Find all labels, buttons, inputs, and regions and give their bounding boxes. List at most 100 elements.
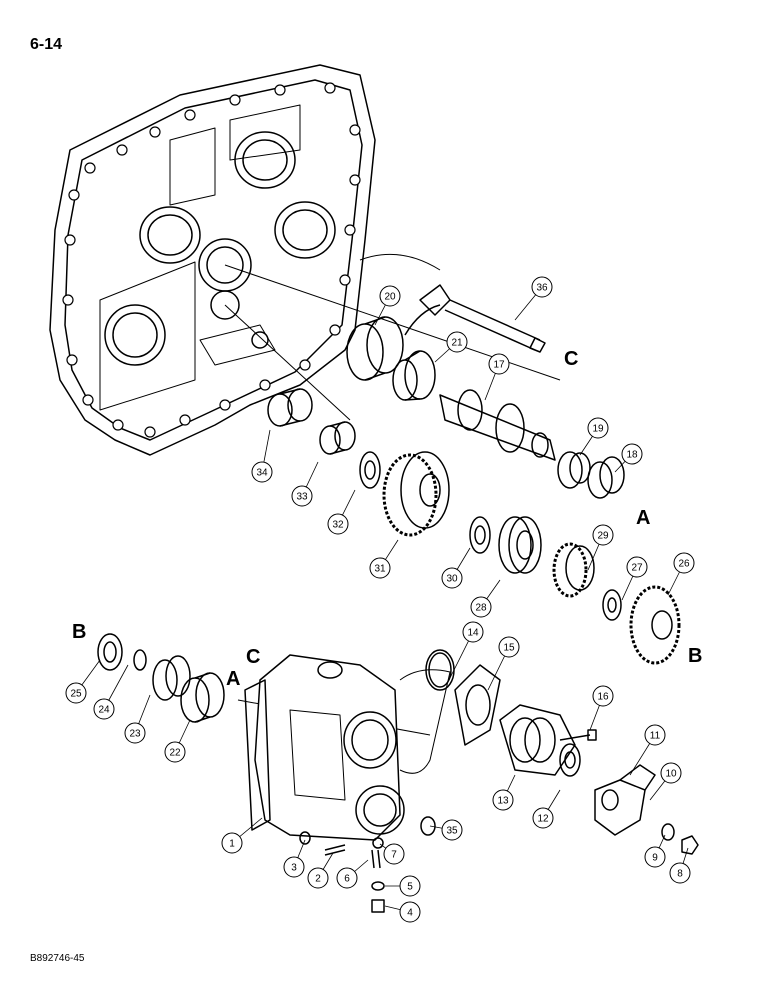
callout-26: 26 [673,552,695,574]
reference-letter-b: B [688,645,702,667]
gear-washer [602,589,622,621]
svg-text:27: 27 [631,563,643,574]
drain-hardware [299,816,436,913]
callout-36: 36 [531,276,553,298]
bearing-cup [346,316,404,381]
callout-2: 2 [307,867,329,889]
callout-4: 4 [399,901,421,923]
svg-text:21: 21 [451,338,463,349]
svg-text:2: 2 [315,874,321,885]
svg-text:26: 26 [678,559,690,570]
transfer-housing [244,654,405,841]
washer [469,516,491,554]
oil-seal [559,743,581,777]
bearing-cup-lower [180,672,225,723]
shifter-fork [404,284,546,353]
svg-text:3: 3 [291,863,297,874]
callout-10: 10 [660,762,682,784]
yoke-washer [661,823,675,841]
figure-code: B892746-45 [30,953,85,964]
callout-24: 24 [93,698,115,720]
snap-ring [133,649,147,671]
callout-5: 5 [399,875,421,897]
bearing-cone [392,350,436,401]
svg-text:13: 13 [497,796,509,807]
thrust-washer [359,451,381,489]
svg-text:6: 6 [344,874,350,885]
callout-33: 33 [291,485,313,507]
reference-letter-a: A [636,507,650,529]
callout-20: 20 [379,285,401,307]
svg-text:20: 20 [384,292,396,303]
output-gear [629,585,681,665]
callout-3: 3 [283,856,305,878]
svg-text:8: 8 [677,869,683,880]
callout-12: 12 [532,807,554,829]
callout-19: 19 [587,417,609,439]
sliding-gear [552,542,595,598]
svg-text:34: 34 [256,468,268,479]
callout-25: 25 [65,682,87,704]
reference-letter-b: B [72,621,86,643]
shift-collar [498,516,542,574]
svg-text:12: 12 [537,814,549,825]
callout-bubbles: 1234567891011121314151617181920212223242… [65,276,695,923]
bearing-cone-lower [152,655,191,701]
svg-text:16: 16 [597,692,609,703]
callout-8: 8 [669,862,691,884]
svg-text:23: 23 [129,729,141,740]
svg-text:28: 28 [475,603,487,614]
svg-text:33: 33 [296,492,308,503]
drive-gear [382,451,450,537]
svg-text:24: 24 [98,705,110,716]
svg-text:18: 18 [626,450,638,461]
callout-31: 31 [369,557,391,579]
callout-28: 28 [470,596,492,618]
callout-21: 21 [446,331,468,353]
svg-text:10: 10 [665,769,677,780]
svg-text:14: 14 [467,628,479,639]
svg-text:22: 22 [169,748,181,759]
callout-23: 23 [124,722,146,744]
svg-text:29: 29 [597,531,609,542]
svg-text:31: 31 [374,564,386,575]
callout-30: 30 [441,567,463,589]
callout-15: 15 [498,636,520,658]
svg-text:19: 19 [592,424,604,435]
callout-22: 22 [164,741,186,763]
callout-32: 32 [327,513,349,535]
callout-17: 17 [488,353,510,375]
svg-text:1: 1 [229,839,235,850]
callout-35: 35 [441,819,463,841]
svg-text:17: 17 [493,360,505,371]
input-shaft [439,389,556,461]
callout-18: 18 [621,443,643,465]
yoke-nut [681,835,699,855]
callout-7: 7 [383,843,405,865]
bearing-retainer [499,704,576,776]
callout-14: 14 [462,621,484,643]
callout-13: 13 [492,789,514,811]
cover-plate [49,64,376,456]
bearing-cone-right [557,451,591,489]
reference-letter-c: C [564,348,578,370]
svg-text:5: 5 [407,882,413,893]
callout-34: 34 [251,461,273,483]
callout-9: 9 [644,846,666,868]
callout-29: 29 [592,524,614,546]
cap-screw [559,729,597,741]
callout-1: 1 [221,832,243,854]
callout-16: 16 [592,685,614,707]
svg-text:36: 36 [536,283,548,294]
bushing [319,421,356,455]
svg-text:35: 35 [446,826,458,837]
bearing-cup-right [587,456,625,499]
svg-text:4: 4 [407,908,413,919]
svg-text:7: 7 [391,850,397,861]
svg-text:30: 30 [446,574,458,585]
svg-text:11: 11 [650,731,661,742]
gasket [454,664,501,746]
